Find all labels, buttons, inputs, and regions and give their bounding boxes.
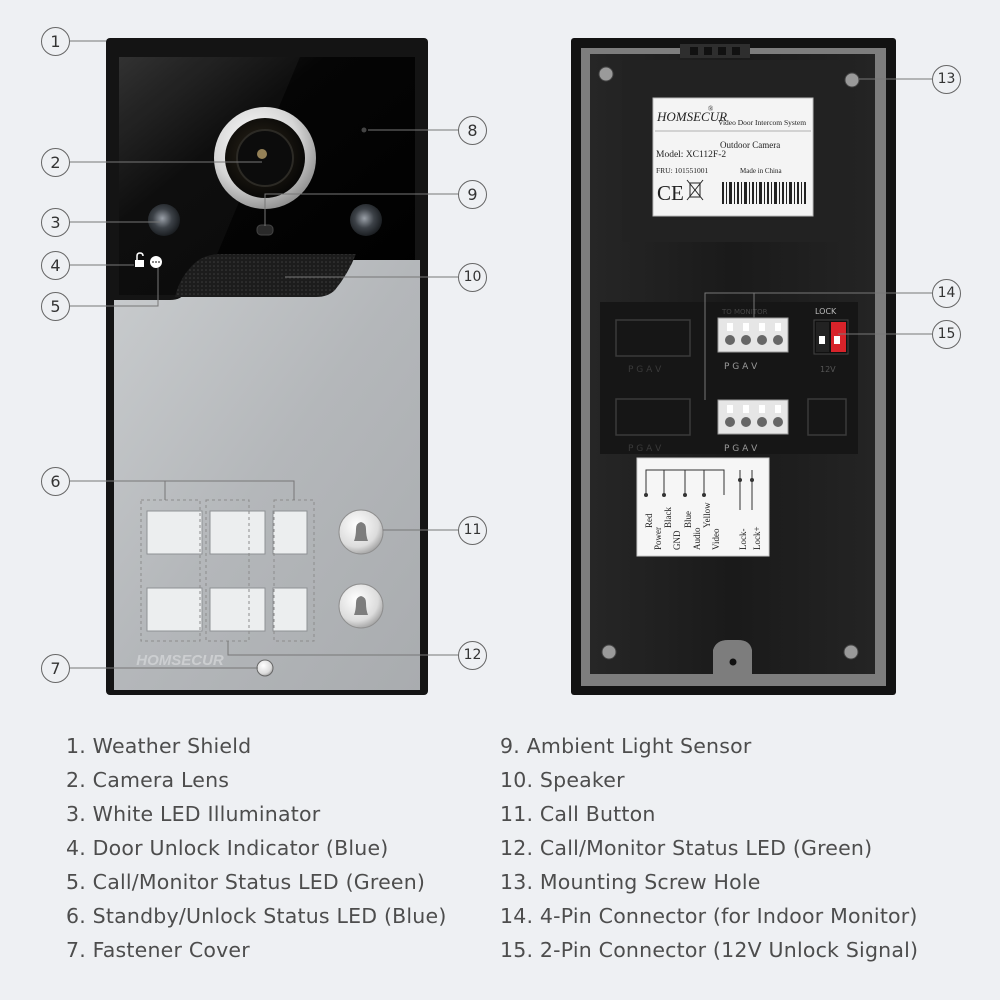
legend-item: 5. Call/Monitor Status LED (Green) [66, 870, 426, 894]
wiring-card: Red Power Black GND Blue Audio Yellow Vi… [636, 457, 770, 557]
mounting-screw-hole [844, 72, 860, 88]
callout-8: 8 [458, 116, 487, 145]
name-plate-grid [146, 510, 308, 632]
weee-bin-icon [686, 179, 704, 201]
lock-minus-label: Lock- [738, 529, 748, 551]
led-illuminator-right [350, 204, 382, 236]
back-panel: HOMSECUR ® Video Door Intercom System Ou… [571, 38, 896, 695]
call-button-2[interactable] [338, 583, 384, 629]
wire-signal-audio: Audio [692, 527, 702, 550]
terminal-area: P G A V P G A V TO MONITOR P G A V P G A… [600, 302, 858, 454]
ce-mark: CE [657, 181, 684, 205]
legend-item: 12. Call/Monitor Status LED (Green) [500, 836, 873, 860]
legend-left: 1. Weather Shield 2. Camera Lens 3. Whit… [66, 729, 447, 967]
callout-5: 5 [41, 292, 70, 321]
wire-color-yellow: Yellow [702, 502, 712, 528]
sensor-window [256, 224, 274, 236]
to-monitor-label: TO MONITOR [721, 308, 768, 316]
legend-item: 15. 2-Pin Connector (12V Unlock Signal) [500, 938, 919, 962]
terminal-block-4pin-top [717, 317, 789, 353]
legend-item: 4. Door Unlock Indicator (Blue) [66, 836, 389, 860]
legend-item: 9. Ambient Light Sensor [500, 734, 752, 758]
terminal-block-4pin-bottom [717, 399, 789, 435]
terminal-label-row1-left: P G A V [628, 365, 662, 375]
lock-plus-label: Lock+ [752, 526, 762, 550]
fastener-cover [256, 659, 274, 677]
callout-3: 3 [41, 208, 70, 237]
terminal-label-row1: P G A V [724, 362, 758, 372]
mounting-screws [598, 66, 860, 660]
sticker-made-in: Made in China [740, 167, 782, 175]
legend-item: 2. Camera Lens [66, 768, 230, 792]
legend-item: 14. 4-Pin Connector (for Indoor Monitor) [500, 904, 918, 928]
wire-color-blue: Blue [683, 511, 693, 528]
callout-10: 10 [458, 263, 487, 292]
product-sticker: HOMSECUR ® Video Door Intercom System Ou… [652, 97, 814, 217]
sticker-brand: HOMSECUR [656, 109, 727, 124]
legend-item: 10. Speaker [500, 768, 625, 792]
barcode [722, 182, 806, 204]
terminal-label-row2: P G A V [724, 444, 758, 454]
door-unlock-icon [135, 252, 144, 267]
front-brand-logo: HOMSECUR [136, 652, 224, 669]
ambient-light-sensor [361, 127, 367, 133]
callout-14: 14 [932, 279, 961, 308]
bell-icon [354, 522, 368, 541]
terminal-block-2pin-lock [813, 319, 849, 355]
lock-label: LOCK [815, 307, 837, 316]
wire-color-red: Red [644, 513, 654, 528]
legend-item: 1. Weather Shield [66, 734, 252, 758]
terminal-label-row2-left: P G A V [628, 444, 662, 454]
callout-12: 12 [458, 641, 487, 670]
legend-item: 13. Mounting Screw Hole [500, 870, 761, 894]
callout-9: 9 [458, 180, 487, 209]
legend-item: 7. Fastener Cover [66, 938, 250, 962]
wire-signal-gnd: GND [672, 530, 682, 550]
sticker-model: Model: XC112F-2 [656, 150, 726, 160]
legend-item: 11. Call Button [500, 802, 656, 826]
call-button-1[interactable] [338, 509, 384, 555]
callout-13: 13 [932, 65, 961, 94]
wire-color-black: Black [663, 507, 673, 528]
bell-icon [354, 596, 368, 615]
mounting-screw-hole [843, 644, 859, 660]
mounting-screw-hole [598, 66, 614, 82]
wire-signal-power: Power [653, 527, 663, 550]
callout-15: 15 [932, 320, 961, 349]
legend-item: 3. White LED Illuminator [66, 802, 321, 826]
callout-7: 7 [41, 654, 70, 683]
wire-signal-video: Video [711, 528, 721, 550]
callout-4: 4 [41, 251, 70, 280]
callout-leaders [70, 40, 932, 669]
callout-2: 2 [41, 148, 70, 177]
sticker-camera: Outdoor Camera [720, 140, 780, 150]
twelve-volt-label: 12V [820, 365, 836, 374]
callout-1: 1 [41, 27, 70, 56]
front-panel: HOMSECUR [106, 38, 428, 695]
sticker-product: Video Door Intercom System [718, 118, 806, 127]
led-illuminator-left [148, 204, 180, 236]
faceplate [114, 260, 420, 690]
speaker-grille [175, 254, 356, 297]
callout-11: 11 [458, 516, 487, 545]
mounting-screw-hole [601, 644, 617, 660]
sticker-registered: ® [708, 105, 714, 113]
legend-item: 6. Standby/Unlock Status LED (Blue) [66, 904, 447, 928]
legend-right: 9. Ambient Light Sensor 10. Speaker 11. … [500, 729, 918, 967]
callout-6: 6 [41, 467, 70, 496]
chat-status-icon [150, 256, 162, 268]
sticker-fru: FRU: 101551001 [656, 166, 709, 175]
